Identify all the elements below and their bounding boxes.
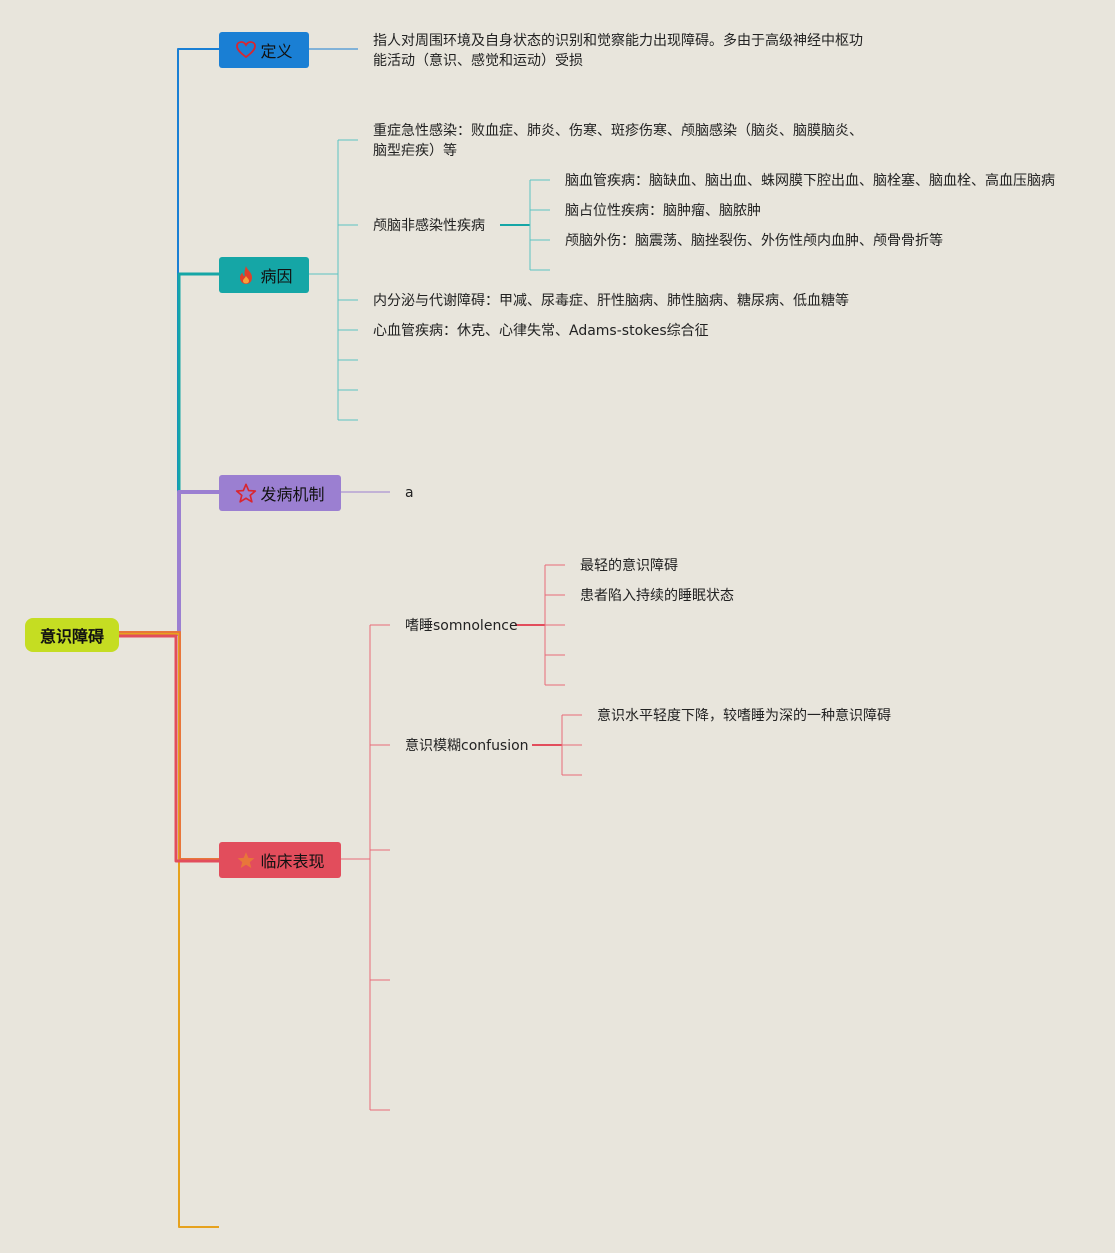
topic-clinical[interactable]: 临床表现	[219, 842, 341, 878]
topic-definition[interactable]: 定义	[219, 32, 309, 68]
topic-definition-label: 定义	[260, 42, 293, 61]
root-label: 意识障碍	[39, 627, 104, 646]
mechanism-text[interactable]: a	[405, 485, 414, 501]
definition-text[interactable]: 指人对周围环境及自身状态的识别和觉察能力出现障碍。多由于高级神经中枢功能活动（意…	[373, 33, 863, 69]
root-topic[interactable]: 意识障碍	[25, 618, 119, 652]
topic-etiology[interactable]: 病因	[219, 257, 309, 293]
star-outline-icon	[235, 482, 257, 504]
topic-mechanism-label: 发病机制	[260, 485, 325, 504]
etiology-item-endocrine[interactable]: 内分泌与代谢障碍：甲减、尿毒症、肝性脑病、肺性脑病、糖尿病、低血糖等	[373, 293, 849, 309]
etiology-item-noninfectious[interactable]: 颅脑非感染性疾病	[373, 218, 485, 234]
etiology-subitem-space-occupying[interactable]: 脑占位性疾病：脑肿瘤、脑脓肿	[565, 203, 761, 219]
etiology-subitem-cerebrovascular[interactable]: 脑血管疾病：脑缺血、脑出血、蛛网膜下腔出血、脑栓塞、脑血栓、高血压脑病	[565, 173, 1055, 189]
etiology-item-cardiovascular[interactable]: 心血管疾病：休克、心律失常、Adams-stokes综合征	[373, 323, 709, 339]
clinical-item-confusion[interactable]: 意识模糊confusion	[405, 738, 529, 754]
confusion-detail-1[interactable]: 意识水平轻度下降，较嗜睡为深的一种意识障碍	[597, 708, 891, 724]
fire-icon	[235, 264, 257, 286]
topic-etiology-label: 病因	[260, 267, 293, 286]
star-icon	[235, 849, 257, 871]
etiology-item-acute-infection[interactable]: 重症急性感染：败血症、肺炎、伤寒、斑疹伤寒、颅脑感染（脑炎、脑膜脑炎、脑型疟疾）…	[373, 123, 863, 159]
topic-clinical-label: 临床表现	[260, 852, 325, 871]
heart-icon	[235, 39, 257, 61]
clinical-item-somnolence[interactable]: 嗜睡somnolence	[405, 618, 518, 634]
somnolence-detail-1[interactable]: 最轻的意识障碍	[580, 558, 678, 574]
somnolence-detail-2[interactable]: 患者陷入持续的睡眠状态	[580, 588, 734, 604]
etiology-subitem-trauma[interactable]: 颅脑外伤：脑震荡、脑挫裂伤、外伤性颅内血肿、颅骨骨折等	[565, 233, 943, 249]
topic-mechanism[interactable]: 发病机制	[219, 475, 341, 511]
